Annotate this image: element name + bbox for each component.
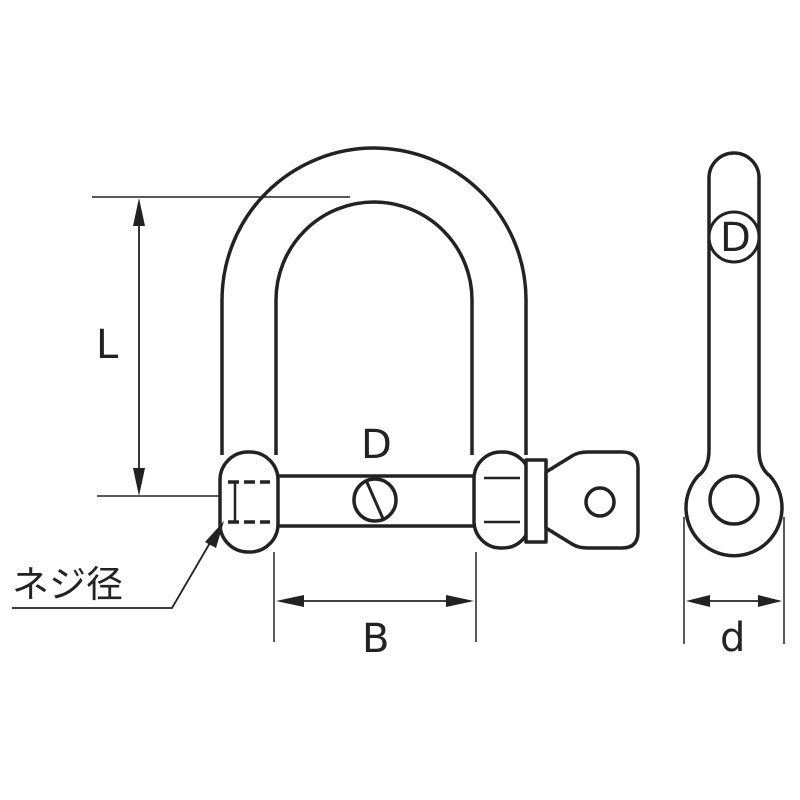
label-length: L [96,322,119,368]
shackle-side-view [684,151,784,558]
thread-diameter-leader [12,521,224,609]
arrow-head [133,198,145,226]
side-view-outline [684,151,784,558]
label-pin-diameter: D [361,422,392,468]
arrow-head [758,595,782,607]
shackle-body-outer [220,146,528,455]
right-eye [472,450,532,550]
pin-head-hole [584,486,616,518]
arrow-head [686,595,710,607]
shackle-body-inner [274,200,474,455]
dimension-width [273,552,477,642]
dimension-length [92,196,350,497]
arrow-head [205,521,224,548]
left-eye [218,450,280,554]
arrow-head [276,595,304,607]
arrow-head [133,468,145,496]
shackle-front-view [218,146,640,554]
leader-line [12,535,215,609]
pin-collar [524,458,548,544]
label-width: B [362,616,389,662]
pin-section-slot [364,479,386,522]
arrow-head [446,595,474,607]
dimension-thickness [683,517,785,644]
side-view-hole [708,474,760,526]
label-body-diameter: D [720,215,751,261]
label-thickness: d [720,615,745,661]
label-thread-diameter: ネジ径 [12,563,123,606]
side-view-pin-circle [707,210,761,264]
